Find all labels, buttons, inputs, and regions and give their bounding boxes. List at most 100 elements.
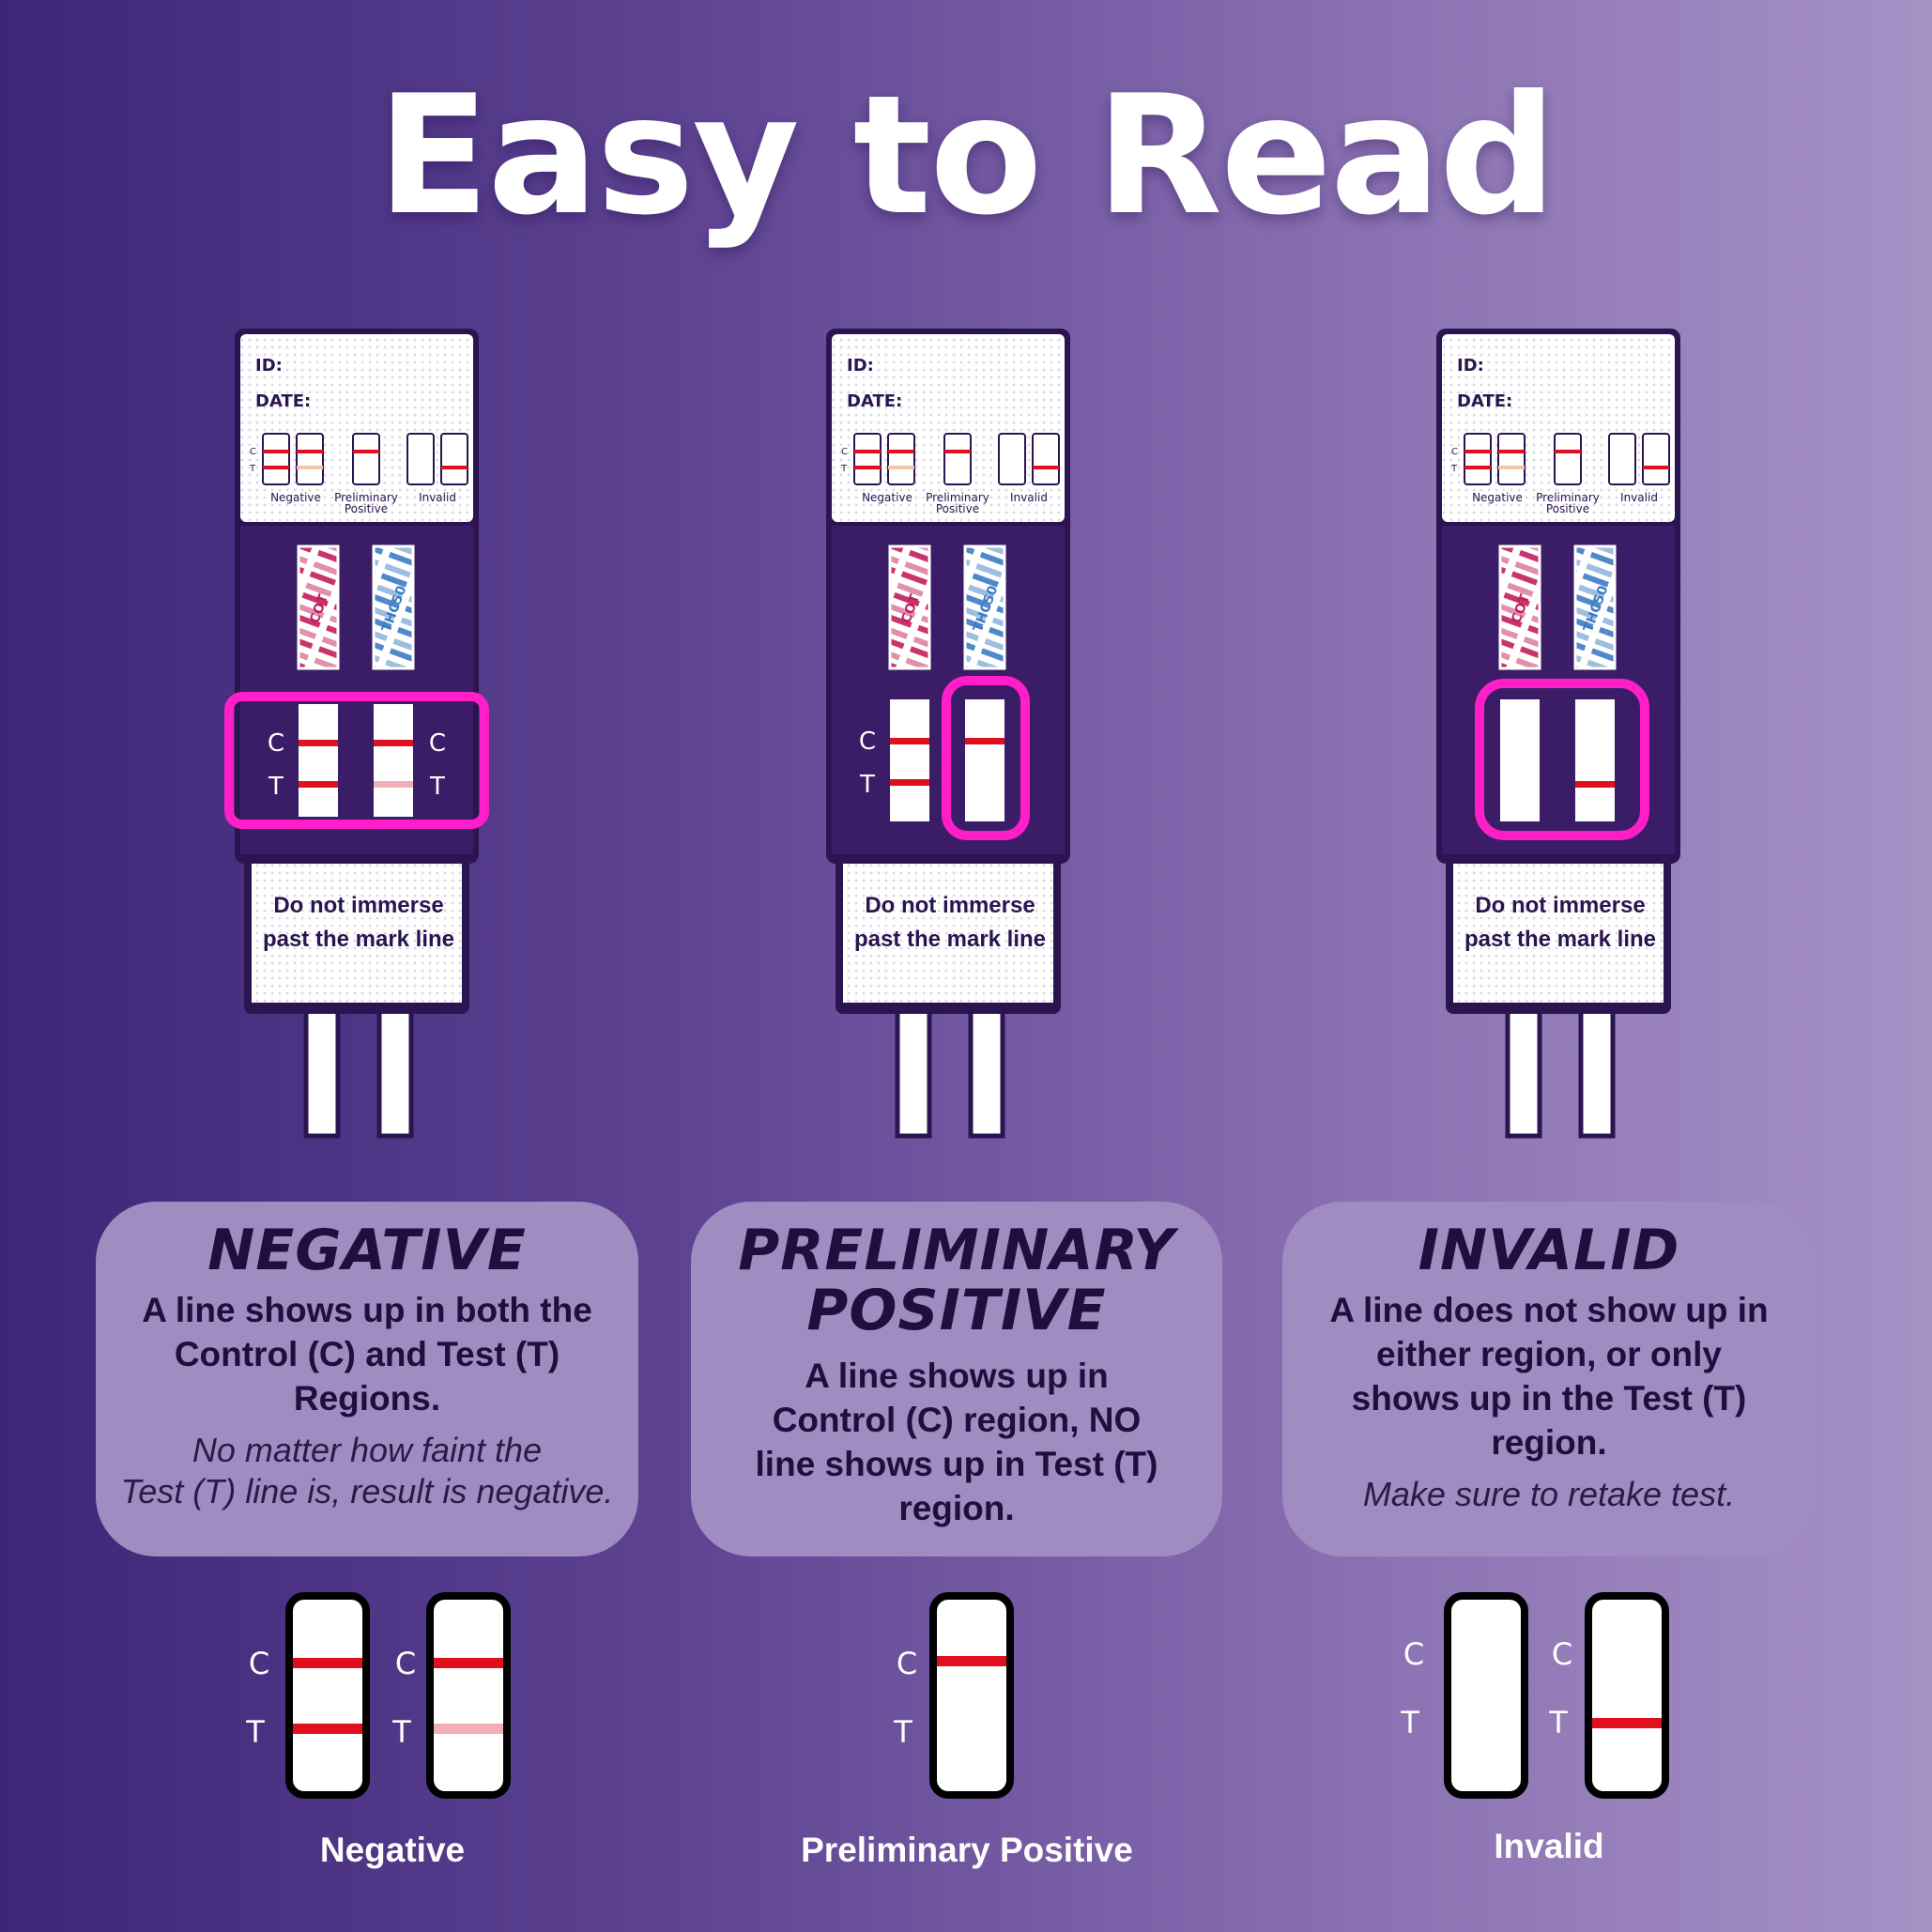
key-negative-label: Negative [1472,491,1523,504]
card-text-line: shows up in the Test (T) [1351,1379,1747,1418]
card-title: INVALID [1418,1218,1680,1283]
id-label: ID: [255,356,283,376]
card-text: A line shows up in both the Control (C) … [96,1288,638,1420]
card-text: A line does not show up in either region… [1282,1288,1816,1464]
t-label: T [893,1714,912,1750]
warning-panel [1453,862,1664,1003]
result-window-strip [890,699,929,821]
c-label: C [395,1646,416,1681]
cot-strip [1498,544,1541,670]
key-negative [262,433,324,485]
dip-leg [376,1002,414,1139]
key-invalid-label: Invalid [1010,491,1048,504]
result-strip [1585,1592,1669,1799]
key-preliminary-label: Preliminary [1536,491,1600,504]
result-strip [1444,1592,1528,1799]
key-preliminary-label-2: Positive [345,502,388,515]
key-c-label: C [841,447,848,457]
result-window-strip [299,704,338,817]
key-preliminary-label: Preliminary [334,491,398,504]
test-device-preliminary: ID: DATE: C T Negative Preliminary Posit… [826,329,1070,1139]
highlight-box [1475,679,1649,840]
negative-result-strips: C T C T [245,1592,511,1799]
thc-strip [372,544,415,670]
warning-text-2: past the mark line [1464,927,1656,952]
card-text-line: region. [1491,1423,1607,1462]
warning-text-2: past the mark line [854,927,1046,952]
key-t-label: T [1450,464,1458,474]
card-title-line: PRELIMINARY [738,1218,1175,1283]
highlight-box [942,676,1030,840]
negative-card: NEGATIVE A line shows up in both the Con… [96,1202,638,1556]
card-note-line: Make sure to retake test. [1362,1475,1736,1513]
dip-leg [303,1002,341,1139]
dip-leg [968,1002,1005,1139]
card-title: NEGATIVE [207,1218,527,1283]
warning-text-2: past the mark line [263,927,454,952]
invalid-card: INVALID A line does not show up in eithe… [1282,1202,1816,1556]
highlight-box [224,692,489,829]
dip-leg [1505,1002,1542,1139]
t-label: T [391,1714,411,1750]
key-invalid [1608,433,1670,485]
card-text-line: either region, or only [1376,1335,1722,1373]
date-label: DATE: [847,391,902,411]
key-negative-label: Negative [270,491,321,504]
result-window-strip [1500,699,1540,821]
id-label: ID: [1457,356,1484,376]
key-negative [853,433,915,485]
key-invalid-label: Invalid [1620,491,1658,504]
test-device-negative: ID: DATE: C T Negative Preliminary Posit… [224,329,489,1139]
cot-strip [297,544,340,670]
negative-caption: Negative [319,1831,466,1869]
result-strip [426,1592,511,1799]
key-preliminary [352,433,380,485]
window-c-label: C [268,729,284,758]
key-invalid [998,433,1060,485]
card-text-line: A line shows up in [805,1357,1109,1395]
preliminary-positive-caption: Preliminary Positive [801,1831,1133,1869]
card-title-line: POSITIVE [806,1278,1107,1343]
date-label: DATE: [1457,391,1512,411]
thc-strip [963,544,1006,670]
page-title: Easy to Read [376,61,1556,252]
invalid-result-strips: C T C T [1400,1592,1669,1799]
key-invalid-label: Invalid [419,491,456,504]
card-text-line: A line does not show up in [1329,1291,1769,1329]
warning-text: Do not immerse [1475,893,1645,918]
key-t-label: T [249,464,256,474]
result-window-strip [965,699,1004,821]
test-device-invalid: ID: DATE: C T Negative Preliminary Posit… [1436,329,1680,1139]
warning-panel [252,862,462,1003]
t-label: T [1548,1705,1568,1740]
card-note-line: Test (T) line is, result is negative. [120,1472,614,1510]
dip-leg [1578,1002,1616,1139]
key-invalid [406,433,468,485]
thc-strip [1573,544,1617,670]
card-text-line: Control (C) region, NO [772,1401,1142,1439]
key-preliminary-label-2: Positive [936,502,979,515]
cot-strip [888,544,931,670]
key-c-label: C [1451,447,1458,457]
c-label: C [897,1646,917,1681]
c-label: C [249,1646,269,1681]
key-preliminary-label-2: Positive [1546,502,1589,515]
key-negative-label: Negative [862,491,912,504]
result-window-strip [374,704,413,817]
card-text-line: A line shows up in both the [142,1291,592,1329]
t-label: T [245,1714,265,1750]
card-note-line: No matter how faint the [192,1431,543,1469]
card-text-line: Control (C) and Test (T) [174,1335,560,1373]
card-title: PRELIMINARY POSITIVE [691,1220,1222,1341]
c-label: C [1552,1636,1572,1672]
key-preliminary-label: Preliminary [926,491,989,504]
dip-leg [895,1002,932,1139]
card-text: A line shows up in Control (C) region, N… [691,1354,1222,1530]
warning-text: Do not immerse [273,893,443,918]
window-t-label: T [268,773,284,801]
key-preliminary [1554,433,1582,485]
card-text-line: line shows up in Test (T) [755,1445,1158,1483]
invalid-caption: Invalid [1494,1827,1604,1865]
result-window-strip [1575,699,1615,821]
card-text-line: Regions. [293,1379,441,1418]
